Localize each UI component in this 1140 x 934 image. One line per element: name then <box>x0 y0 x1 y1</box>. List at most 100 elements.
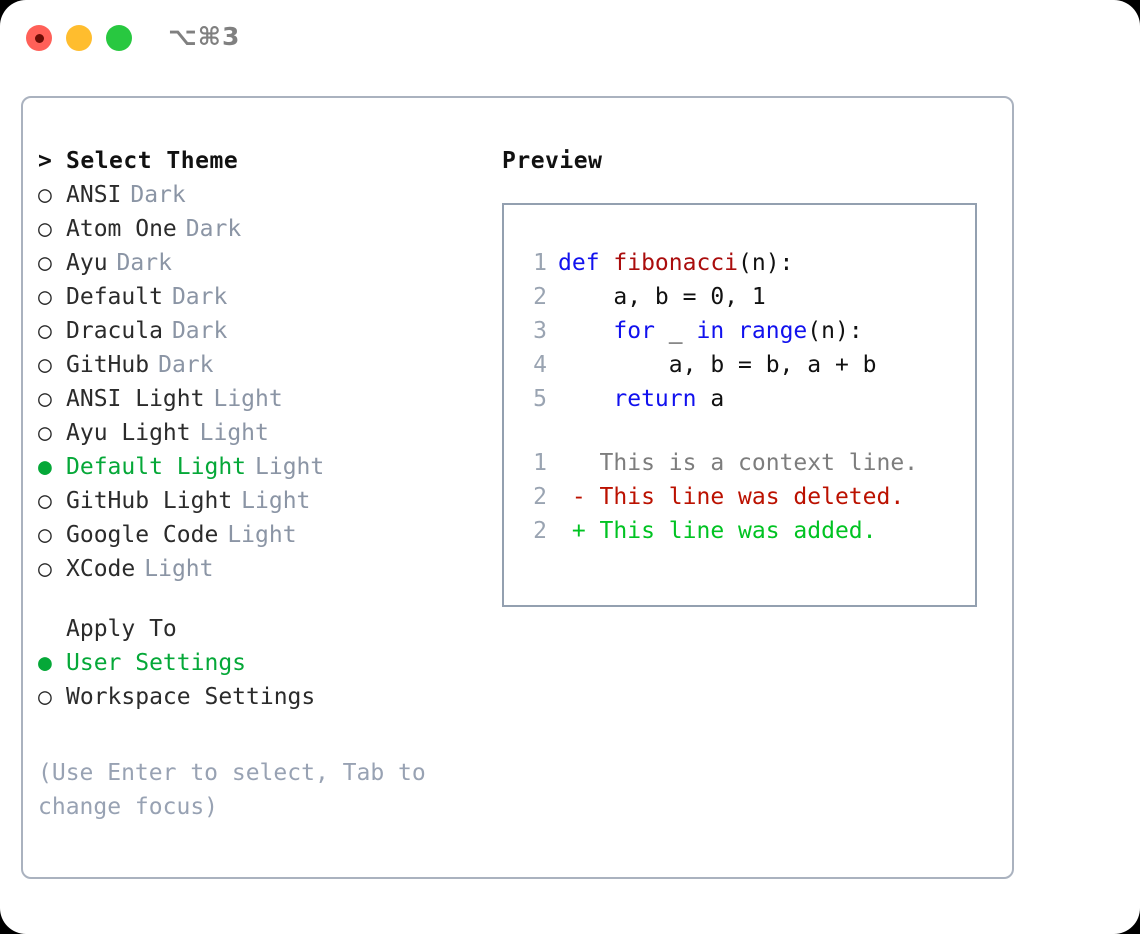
theme-name-label: ANSI Light <box>66 386 205 412</box>
theme-variant-badge: Dark <box>171 284 228 310</box>
radio-unselected-icon[interactable]: ○ <box>38 284 52 310</box>
radio-unselected-icon[interactable]: ○ <box>38 420 52 446</box>
close-button-icon[interactable] <box>26 25 52 51</box>
maximize-button-icon[interactable] <box>106 25 132 51</box>
code-token: _ <box>654 318 697 344</box>
apply-to-item[interactable]: ○Workspace Settings <box>38 684 498 718</box>
diff-line: 2 - This line was deleted. <box>521 484 975 518</box>
theme-list-item[interactable]: ○ Ayu Light Light <box>38 420 498 454</box>
code-token: (n): <box>738 250 794 276</box>
line-number: 1 <box>533 450 547 476</box>
preview-title: Preview <box>502 148 603 174</box>
line-number: 1 <box>533 250 547 276</box>
line-number: 2 <box>533 518 547 544</box>
radio-unselected-icon[interactable]: ○ <box>38 352 52 378</box>
line-number: 4 <box>533 352 547 378</box>
code-token: range <box>738 318 808 344</box>
theme-variant-badge: Light <box>255 454 325 480</box>
theme-variant-badge: Dark <box>116 250 172 276</box>
code-token: for <box>613 318 655 344</box>
theme-variant-badge: Light <box>144 556 214 582</box>
theme-list-item[interactable]: ○ XCode Light <box>38 556 498 590</box>
radio-selected-icon[interactable]: ● <box>38 650 52 676</box>
theme-variant-badge: Dark <box>185 216 242 242</box>
theme-list-item[interactable]: ○ Ayu Dark <box>38 250 498 284</box>
code-token <box>558 318 613 344</box>
prompt-caret-icon: > <box>38 148 52 174</box>
code-token <box>724 318 738 344</box>
radio-unselected-icon[interactable]: ○ <box>38 250 52 276</box>
recording-dot-icon <box>34 33 44 43</box>
radio-selected-icon[interactable]: ● <box>38 454 52 480</box>
apply-to-list: ●User Settings○Workspace Settings <box>38 650 498 718</box>
line-number: 3 <box>533 318 547 344</box>
code-token: a <box>696 386 725 412</box>
code-diff-separator <box>521 420 975 450</box>
code-token: def <box>558 250 614 276</box>
apply-to-title: Apply To <box>66 616 177 642</box>
radio-unselected-icon[interactable]: ○ <box>38 488 52 514</box>
theme-name-label: Ayu Light <box>66 420 191 446</box>
code-line: 4 a, b = b, a + b <box>521 352 975 386</box>
keyboard-shortcut-label: ⌥⌘3 <box>168 22 241 51</box>
diff-sample: 1 This is a context line.2 - This line w… <box>521 450 975 552</box>
code-line: 5 return a <box>521 386 975 420</box>
radio-unselected-icon[interactable]: ○ <box>38 522 52 548</box>
line-number: 5 <box>533 386 547 412</box>
radio-unselected-icon[interactable]: ○ <box>38 216 52 242</box>
theme-name-label: Atom One <box>66 216 177 242</box>
theme-name-label: GitHub Light <box>66 488 233 514</box>
theme-variant-badge: Light <box>241 488 311 514</box>
theme-variant-badge: Light <box>227 522 297 548</box>
theme-variant-badge: Light <box>199 420 269 446</box>
hint-spacer <box>38 718 498 752</box>
diff-line: 2 + This line was added. <box>521 518 975 552</box>
apply-to-item[interactable]: ●User Settings <box>38 650 498 684</box>
theme-list-item[interactable]: ○ GitHub Dark <box>38 352 498 386</box>
title-bar: ⌥⌘3 <box>0 0 1140 78</box>
theme-name-label: XCode <box>66 556 136 582</box>
code-token: (n): <box>807 318 863 344</box>
minimize-button-icon[interactable] <box>66 25 92 51</box>
code-token: in <box>696 318 725 344</box>
theme-list-item[interactable]: ○ GitHub Light Light <box>38 488 498 522</box>
apply-to-indent-spacer: ○ <box>38 616 66 642</box>
theme-name-label: Ayu <box>66 250 108 276</box>
theme-variant-badge: Light <box>213 386 283 412</box>
code-token: a, b = b, a + b <box>558 352 877 378</box>
theme-name-label: Dracula <box>66 318 163 344</box>
theme-list-item[interactable]: ● Default Light Light <box>38 454 498 488</box>
theme-list-item[interactable]: ○ Atom One Dark <box>38 216 498 250</box>
diff-line-text: - This line was deleted. <box>558 484 905 510</box>
code-token <box>558 386 613 412</box>
theme-list-item[interactable]: ○ ANSI Light Light <box>38 386 498 420</box>
theme-name-label: ANSI <box>66 182 122 208</box>
code-token: return <box>613 386 697 412</box>
select-theme-title: Select Theme <box>66 148 239 174</box>
radio-unselected-icon[interactable]: ○ <box>38 182 52 208</box>
radio-unselected-icon[interactable]: ○ <box>38 386 52 412</box>
window-controls <box>26 25 132 51</box>
select-theme-heading: > Select Theme <box>38 148 498 182</box>
keyboard-hint-text: (Use Enter to select, Tab to change focu… <box>38 760 440 820</box>
radio-unselected-icon[interactable]: ○ <box>38 556 52 582</box>
apply-to-heading: ○ Apply To <box>38 616 498 650</box>
theme-name-label: Default Light <box>66 454 247 480</box>
code-line: 2 a, b = 0, 1 <box>521 284 975 318</box>
radio-unselected-icon[interactable]: ○ <box>38 318 52 344</box>
theme-variant-badge: Dark <box>158 352 214 378</box>
theme-list-item[interactable]: ○ Google Code Light <box>38 522 498 556</box>
radio-unselected-icon[interactable]: ○ <box>38 684 52 710</box>
theme-name-label: Google Code <box>66 522 219 548</box>
theme-name-label: GitHub <box>66 352 150 378</box>
diff-line: 1 This is a context line. <box>521 450 975 484</box>
